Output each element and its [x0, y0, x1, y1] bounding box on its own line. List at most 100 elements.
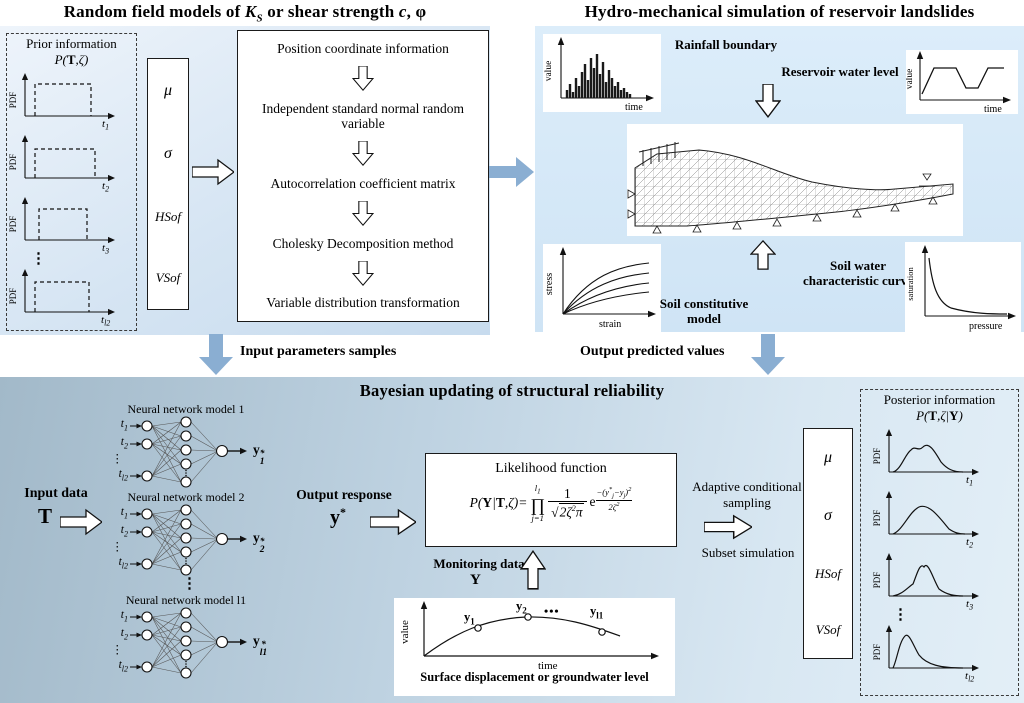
svg-text:PDF: PDF — [9, 288, 18, 305]
output-values-down-arrow — [751, 334, 785, 375]
prior-pdf-plot-3: PDF t3 — [9, 196, 116, 254]
right-arrow-icon — [60, 509, 102, 535]
reservoir-water-level-label: Reservoir water level — [781, 64, 899, 79]
pdf-axis-label: PDF — [9, 92, 18, 109]
prior-distribution-label: P(T,ζ) — [54, 52, 89, 67]
output-predicted-values-label: Output predicted values — [580, 344, 725, 359]
posterior-distribution-label: P(T,ζ|Y) — [916, 408, 963, 423]
svg-text:PDF: PDF — [873, 572, 882, 589]
hydro-simulation-title: Hydro-mechanical simulation of reservoir… — [584, 2, 975, 21]
svg-text:t1: t1 — [966, 474, 973, 486]
nn-model-1-title: Neural network model 1 — [127, 402, 245, 416]
monitor-point-y2: y2 — [516, 599, 527, 616]
svg-text:t2: t2 — [966, 536, 973, 548]
swcc-y-label: saturation — [905, 266, 915, 300]
svg-text:PDF: PDF — [873, 644, 882, 661]
reservoir-y-label: value — [906, 69, 915, 90]
posterior-pdf-plot-3: PDF t3 — [873, 552, 980, 610]
random-field-title: Random field models of KS or shear stren… — [63, 2, 427, 25]
nn-output-3: y*l1 — [253, 633, 268, 659]
nn-output-1: y*1 — [253, 442, 265, 468]
posterior-params-box: μ σ HSof VSof — [803, 428, 853, 659]
down-arrow-icon — [352, 66, 374, 91]
posterior-pdf-plot-1: PDF t1 — [873, 428, 980, 486]
exponential-term: e −(y*j−yj)2 2ζ2 — [589, 485, 633, 513]
sigma-symbol: σ — [164, 145, 172, 163]
subset-simulation-label: Subset simulation — [701, 545, 795, 560]
stress-x-label: strain — [599, 319, 621, 330]
monitor-x-label: time — [538, 660, 558, 672]
posterior-pdf-plot-4: PDF tl2 — [873, 624, 980, 682]
output-symbol-ystar: y* — [330, 505, 346, 529]
sigma-symbol: σ — [824, 507, 832, 525]
monitor-points-dots: ••• — [544, 604, 560, 618]
nn-model-2: t1 t2 ⋮ tl2 y*2 — [106, 503, 265, 577]
prior-information-box: Prior information P(T,ζ) PDF t1 PDF t2 P… — [6, 33, 137, 331]
vsof-symbol: VSof — [155, 270, 181, 286]
likelihood-formula: P(Y|T,ζ)= l1 ∏ j=1 1 √2ζ2π e −(y*j−yj)2 … — [469, 483, 633, 523]
nn-input-labels: t1 t2 ⋮ tl2 — [111, 506, 129, 571]
svg-text:t3: t3 — [102, 242, 109, 254]
prior-pdf-plot-2: PDF t2 — [9, 134, 116, 192]
soil-constitutive-chart: stress strain — [543, 244, 661, 332]
rainfall-boundary-label: Rainfall boundary — [674, 37, 778, 52]
vsof-symbol: VSof — [815, 621, 841, 637]
monitor-point-y1: y1 — [464, 610, 475, 627]
nn-diagram — [130, 607, 248, 679]
svg-text:tl2: tl2 — [101, 314, 110, 326]
posterior-pdf-plot-2: PDF t2 — [873, 490, 980, 548]
swcc-x-label: pressure — [969, 321, 1003, 332]
svg-text:PDF: PDF — [873, 510, 882, 527]
likelihood-title: Likelihood function — [495, 461, 607, 476]
hsof-symbol: HSof — [815, 565, 841, 581]
right-arrow-icon — [192, 159, 234, 185]
nn-model-3-title: Neural network model l1 — [125, 593, 247, 607]
down-arrow-icon — [352, 260, 374, 286]
down-arrow-icon — [352, 141, 374, 167]
right-arrow-icon — [704, 515, 752, 539]
fraction: 1 √2ζ2π — [548, 486, 587, 521]
output-response-label: Output response — [296, 487, 392, 502]
product-symbol: l1 ∏ j=1 — [530, 483, 546, 523]
nn-output-2: y*2 — [253, 530, 265, 556]
posterior-information-box: Posterior information P(T,ζ|Y) PDF t1 PD… — [860, 389, 1019, 696]
rainfall-y-label: value — [544, 61, 554, 82]
swcc-chart: saturation pressure — [905, 242, 1021, 332]
down-arrow-icon — [755, 84, 781, 118]
nn-model-1: t1 t2 ⋮ tl2 y*1 — [106, 415, 265, 489]
flow-step-1: Position coordinate information — [277, 41, 449, 56]
nn-model-2-title: Neural network model 2 — [127, 490, 245, 504]
nn-diagram — [130, 416, 248, 488]
stress-y-label: stress — [544, 273, 555, 295]
flow-step-4: Cholesky Decomposition method — [272, 235, 454, 251]
up-arrow-icon — [520, 550, 546, 590]
monitor-point-yl1: yl1 — [590, 604, 604, 621]
svg-text:PDF: PDF — [9, 154, 18, 171]
svg-text:PDF: PDF — [9, 216, 18, 233]
input-parameters-samples-label: Input parameters samples — [240, 344, 397, 359]
monitoring-symbol-Y: Y — [470, 572, 481, 588]
flow-step-5: Variable distribution transformation — [266, 295, 460, 311]
monitoring-chart-caption: Surface displacement or groundwater leve… — [420, 670, 649, 684]
rainfall-x-label: time — [625, 102, 643, 112]
input-data-label: Input data — [24, 486, 88, 501]
nn-model-3: t1 t2 ⋮ tl2 y*l1 — [106, 606, 267, 680]
svg-text:t3: t3 — [966, 598, 973, 610]
prior-pdf-plot-1: PDF t1 — [9, 72, 116, 130]
rainfall-chart: value time — [543, 34, 661, 113]
landslide-mesh-figure — [627, 124, 963, 236]
monitoring-data-label: Monitoring data — [433, 556, 525, 571]
nn-diagram — [130, 504, 248, 576]
up-arrow-icon — [750, 240, 776, 270]
reservoir-level-chart: value time — [905, 50, 1018, 115]
panel-link-right-arrow — [489, 157, 534, 187]
prior-dots: ⋮ — [31, 251, 46, 267]
posterior-dots: ⋮ — [893, 607, 908, 623]
svg-text:PDF: PDF — [873, 448, 882, 465]
flow-step-2: Independent standard normal random varia… — [261, 100, 465, 132]
bayesian-updating-title: Bayesian updating of structural reliabil… — [359, 381, 665, 400]
random-field-flow-box: Position coordinate information Independ… — [237, 30, 489, 322]
likelihood-box: Likelihood function P(Y|T,ζ)= l1 ∏ j=1 1… — [425, 453, 677, 547]
